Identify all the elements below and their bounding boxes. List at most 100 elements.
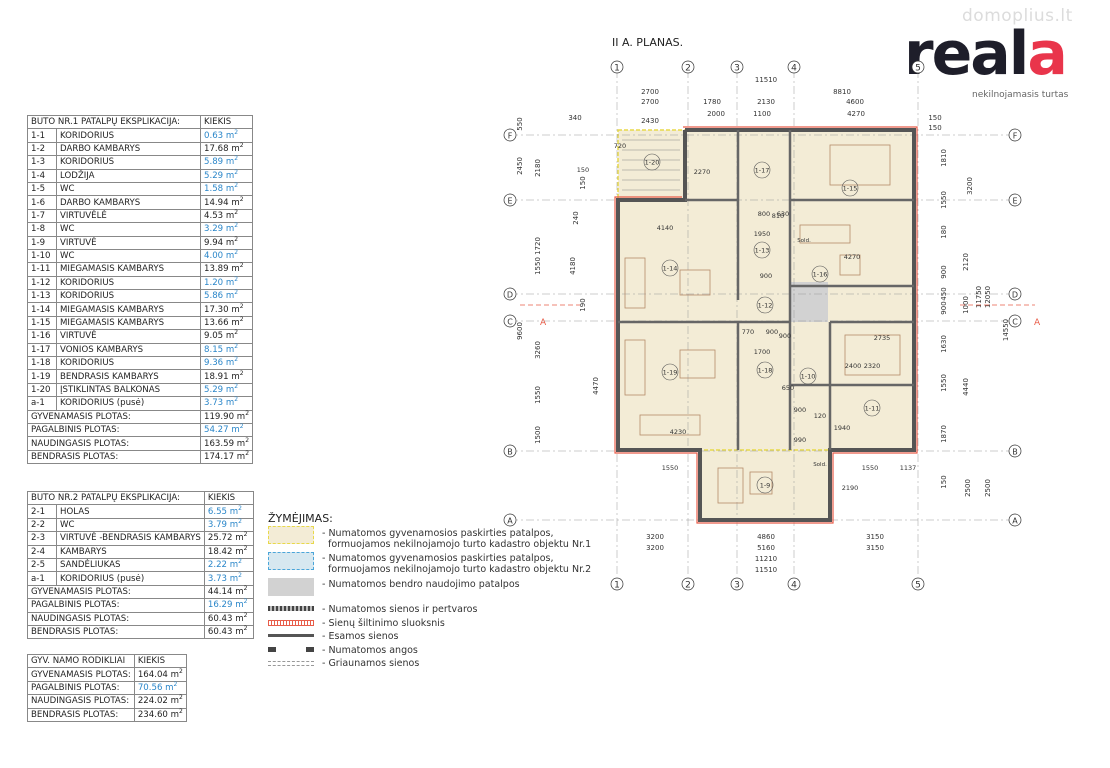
axis-bubble: [503, 444, 517, 458]
room-code: 1-18: [27, 356, 57, 371]
room-code: a-1: [27, 396, 57, 411]
total-label: BENDRASIS PLOTAS:: [27, 624, 205, 640]
dim-right: 2500: [984, 479, 992, 497]
room-code: 2-5: [27, 557, 57, 573]
dim-top: 2700: [641, 88, 659, 96]
room-name: ĮSTIKLINTAS BALKONAS: [56, 382, 201, 398]
legend-line-existing: [268, 634, 314, 637]
dim-inner: 720: [614, 142, 626, 150]
room-area: 3.29 m2: [199, 222, 254, 237]
section-markers: A A: [520, 304, 1041, 328]
room-label: 1-10: [801, 373, 816, 381]
apt1-fill-main: [618, 130, 914, 450]
room-marker: [756, 296, 774, 314]
dim-right: 1630: [940, 335, 948, 353]
dim-bottom: 4860: [757, 533, 775, 541]
room-label: 1-15: [843, 185, 858, 193]
room-area: 13.66 m2: [199, 315, 254, 331]
section-label-left: A: [540, 318, 547, 328]
axis-bubble: [610, 60, 624, 74]
dim-inner: 1950: [754, 230, 771, 238]
dim-left: 2450: [516, 157, 524, 175]
dim-bottom: 3150: [866, 533, 884, 541]
room-name: VIRTUVĖ: [56, 329, 201, 344]
room-marker: [661, 363, 679, 381]
room-label: 1-19: [663, 369, 678, 377]
total-value: 164.04 m2: [133, 667, 187, 682]
dim-left: 240: [572, 211, 580, 224]
legend-item-8: - Griaunamos sienos: [322, 658, 420, 669]
dim-inner: 2270: [694, 168, 711, 176]
logo-subtitle: nekilnojamasis turtas: [972, 90, 1069, 100]
room-marker: [753, 241, 771, 259]
dim-inner: 900: [766, 328, 778, 336]
dim-bottom: 3200: [646, 533, 664, 541]
table-header-title: BUTO NR.2 PATALPŲ EKSPLIKACIJA:: [27, 490, 205, 506]
axis-label-v: 4: [791, 64, 797, 74]
dim-left: 9600: [516, 322, 524, 340]
room-area: 5.29 m2: [199, 168, 254, 183]
axis-label-h: F: [508, 132, 513, 141]
room-label: 1-11: [865, 405, 880, 413]
axis-label-v: 2: [685, 64, 691, 74]
room-area: 5.89 m2: [199, 155, 254, 170]
axis-bubble: [503, 128, 517, 142]
axis-bubble: [1008, 513, 1022, 527]
legend-line-insulation: [268, 620, 314, 626]
grid-lines: [510, 70, 1020, 575]
table-total-row: PAGALBINIS PLOTAS:16.29 m2: [27, 598, 254, 613]
dim-right: 2500: [964, 479, 972, 497]
total-label: PAGALBINIS PLOTAS:: [27, 680, 135, 696]
dim-bottom: 3200: [646, 544, 664, 552]
table-header-row: BUTO NR.1 PATALPŲ EKSPLIKACIJA:KIEKIS: [27, 114, 254, 130]
room-area: 14.94 m2: [199, 195, 254, 210]
axis-label-h: F: [1013, 132, 1018, 141]
room-name: KORIDORIUS: [56, 356, 201, 371]
total-value: 54.27 m2: [199, 422, 254, 438]
room-name: KORIDORIUS: [56, 155, 201, 170]
section-label-right: A: [1034, 318, 1041, 328]
room-code: 2-3: [27, 531, 57, 546]
axis-bubble: [610, 577, 624, 591]
room-name: SANDĖLIUKAS: [56, 557, 205, 573]
dim-right: 1550: [940, 374, 948, 392]
room-code: 1-3: [27, 155, 57, 170]
room-marker: [756, 361, 774, 379]
total-label: NAUDINGASIS PLOTAS:: [27, 436, 201, 451]
room-name: MIEGAMASIS KAMBARYS: [56, 315, 201, 331]
dim-bottom: 5160: [757, 544, 775, 552]
insulation-layer: [614, 126, 918, 524]
dim-top: 1780: [703, 98, 721, 106]
room-code: 1-10: [27, 248, 57, 264]
outer-walls: [616, 128, 916, 522]
axis-bubble: [1008, 444, 1022, 458]
room-area: 5.29 m2: [199, 382, 254, 398]
dim-right: 1870: [940, 425, 948, 443]
room-area: 4.00 m2: [199, 248, 254, 264]
room-code: 1-4: [27, 168, 57, 183]
room-code: 1-15: [27, 315, 57, 331]
plan-title: II A. PLANAS.: [612, 36, 684, 49]
total-label: GYVENAMASIS PLOTAS:: [27, 667, 135, 682]
axis-label-h: E: [1012, 197, 1017, 206]
legend-swatch-apt1: [268, 526, 314, 544]
axis-label-v: 3: [734, 64, 740, 74]
dim-left: 3260: [534, 341, 542, 359]
dim-inner: 800: [758, 210, 770, 218]
axis-label-h: B: [1012, 448, 1018, 457]
axis-bubble: [503, 314, 517, 328]
